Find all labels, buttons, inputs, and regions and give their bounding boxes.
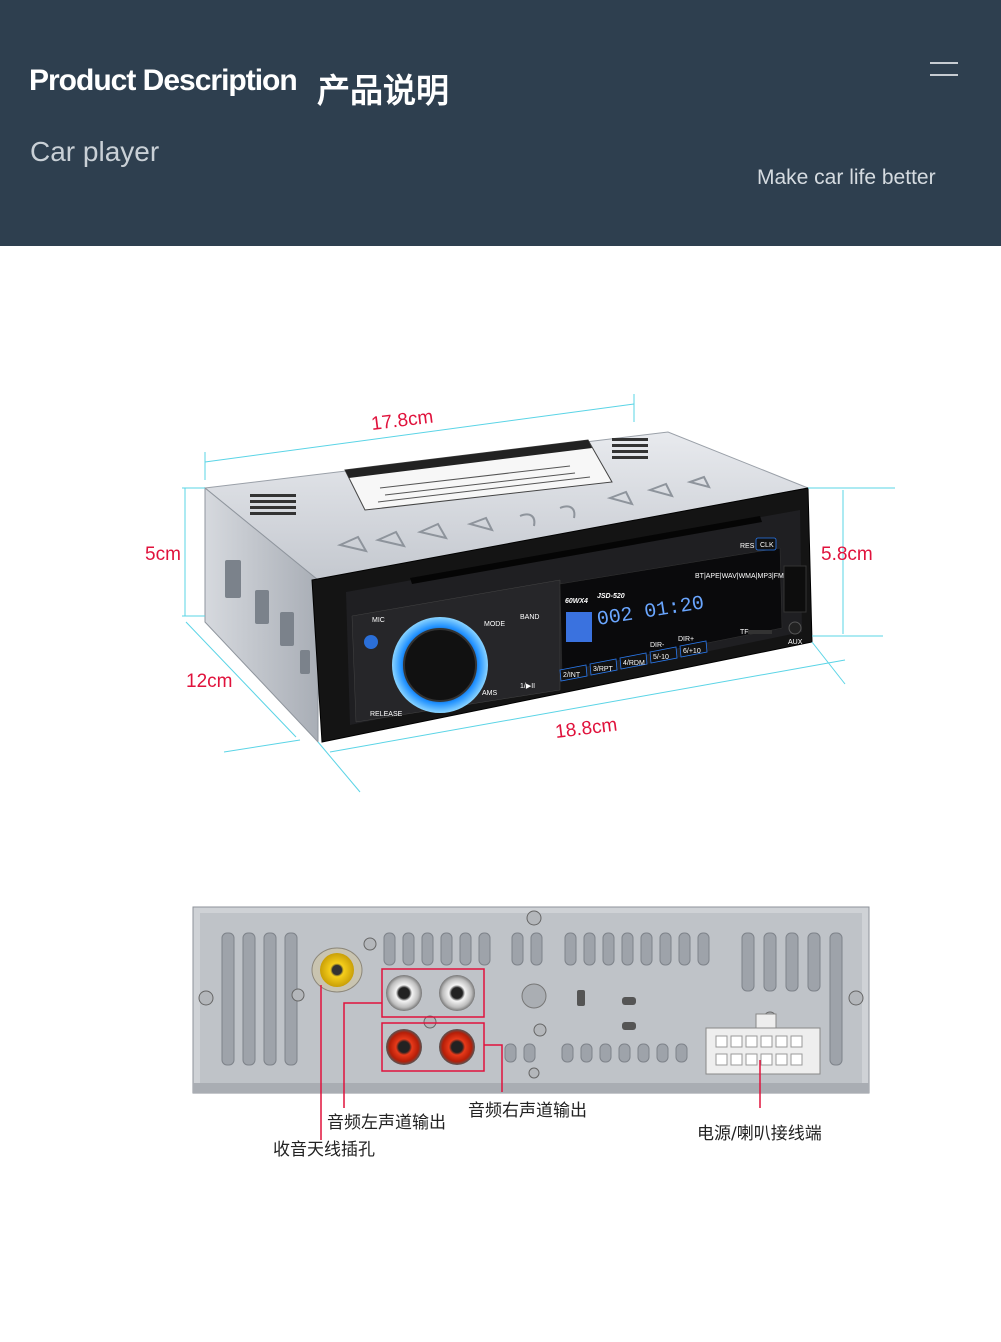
mode-button-label: MODE [484,621,505,628]
preset-6-label: 6/+10 [683,648,701,655]
subtitle: Car player [30,136,160,167]
label-power-speaker: 电源/喇叭接线端 [697,1124,822,1144]
label-antenna: 收音天线插孔 [273,1140,375,1160]
car-player-rear-view [192,906,870,1094]
dimension-width-bottom: 18.8cm [554,715,618,743]
band-button-label: BAND [520,614,539,621]
clk-label: CLK [760,542,774,549]
preset-3-label: 3/RPT [593,666,614,673]
title-english: Product Description [29,64,298,97]
preset-5-label: 5/-10 [653,654,669,661]
dir-minus-label: DIR- [650,642,665,649]
title-chinese: 产品说明 [317,71,449,110]
dimension-height-left: 5cm [145,544,181,565]
mic-label: MIC [372,617,385,624]
header-banner: Product Description 产品说明 Car player Make… [0,0,1001,246]
label-audio-left: 音频左声道输出 [327,1113,446,1133]
dimension-height-right: 5.8cm [821,544,873,565]
model-label: JSD-520 [597,593,625,600]
formats-label: BT|APE|WAV|WMA|MP3|FM [695,573,784,580]
callout-lines [320,968,761,1140]
res-label: RES [740,543,755,550]
rca-right-output [439,975,475,1065]
dimension-depth: 12cm [186,671,232,692]
power-rating-label: 60WX4 [565,598,588,605]
dimension-width-top: 17.8cm [370,407,434,435]
preset-4-label: 4/RDM [623,660,645,667]
dir-plus-label: DIR+ [678,636,694,643]
rca-left-output [386,975,422,1065]
label-audio-right: 音频右声道输出 [468,1101,587,1121]
menu-icon[interactable] [926,60,962,80]
power-icon [364,635,378,649]
play-button-label: 1/▶II [520,683,535,690]
preset-2-label: 2/INT [563,672,581,679]
antenna-jack [311,947,363,993]
dimension-lines [182,394,895,793]
ams-button-label: AMS [482,690,498,697]
aux-label: AUX [788,639,803,646]
car-player-3d: MIC MODE BAND AMS 1/▶II RELEASE 60WX4 JS… [203,431,813,744]
iso-power-connector [705,1013,821,1075]
release-button-label: RELEASE [370,711,403,718]
slogan: Make car life better [757,166,936,189]
tf-label: TF [740,629,749,636]
